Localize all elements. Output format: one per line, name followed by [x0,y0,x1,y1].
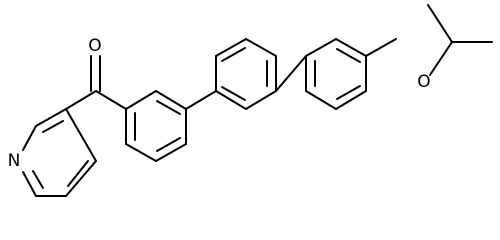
phenyl2-bond-4 [245,38,277,57]
phenyl1-inner-double-2 [156,137,181,152]
isopropyl-group [427,4,493,76]
pyridine-inner-double-2 [32,170,44,189]
pyridine-inner-double-1 [42,120,64,133]
pyridine-ring [22,108,97,197]
phenyl3-bond-5 [305,90,337,110]
third-phenyl-ring [305,38,367,110]
phenyl2-bond-1 [215,90,247,110]
ether-oxygen-to-isopropyl-bond [429,41,453,76]
carbonyl-to-phenyl-bond [95,90,127,110]
phenyl1-bond-5 [155,90,187,110]
phenyl1-bond-2 [125,143,157,162]
central-phenyl-ring [125,90,187,162]
phenyl1-inner-double-3 [156,100,181,115]
phenyl1-bond-6 [125,90,157,110]
phenyl2-bond-2 [245,90,277,110]
phenyl3-bond-2 [335,38,367,57]
phenyl3-bond-4 [335,90,367,110]
pyridine-bond-5 [65,160,97,197]
phenyl3-inner-double-2 [336,85,361,100]
pyridine-nitrogen-label: N [8,151,21,171]
biaryl-bond [185,90,217,110]
phenyl3-inner-double-1 [336,48,361,63]
aryl-to-ether-oxygen-bond [365,38,397,57]
carbonyl-group [65,55,127,110]
phenyl1-bond-3 [155,143,187,162]
carbonyl-oxygen-label: O [88,36,101,56]
phenyl2-inner-double-3 [221,47,246,62]
pyridine-bond-2 [22,125,37,151]
pyridine-bond-3 [22,171,37,197]
pyridine-inner-double-3 [67,160,89,187]
ether-oxygen-label: O [417,72,430,92]
phenyl2-bond-5 [215,38,247,57]
pyridine-bond-1 [35,108,67,127]
ring-link-bond [275,55,307,92]
phenyl3-bond-1 [305,38,337,57]
pyridine-bond-6 [65,108,97,162]
isopropyl-methyl-bond-1 [427,4,453,43]
carbonyl-to-pyridine-bond [65,90,97,110]
second-phenyl-ring [215,38,277,110]
phenyl2-inner-double-1 [221,86,246,101]
chemical-structure-diagram: N [8,4,493,197]
